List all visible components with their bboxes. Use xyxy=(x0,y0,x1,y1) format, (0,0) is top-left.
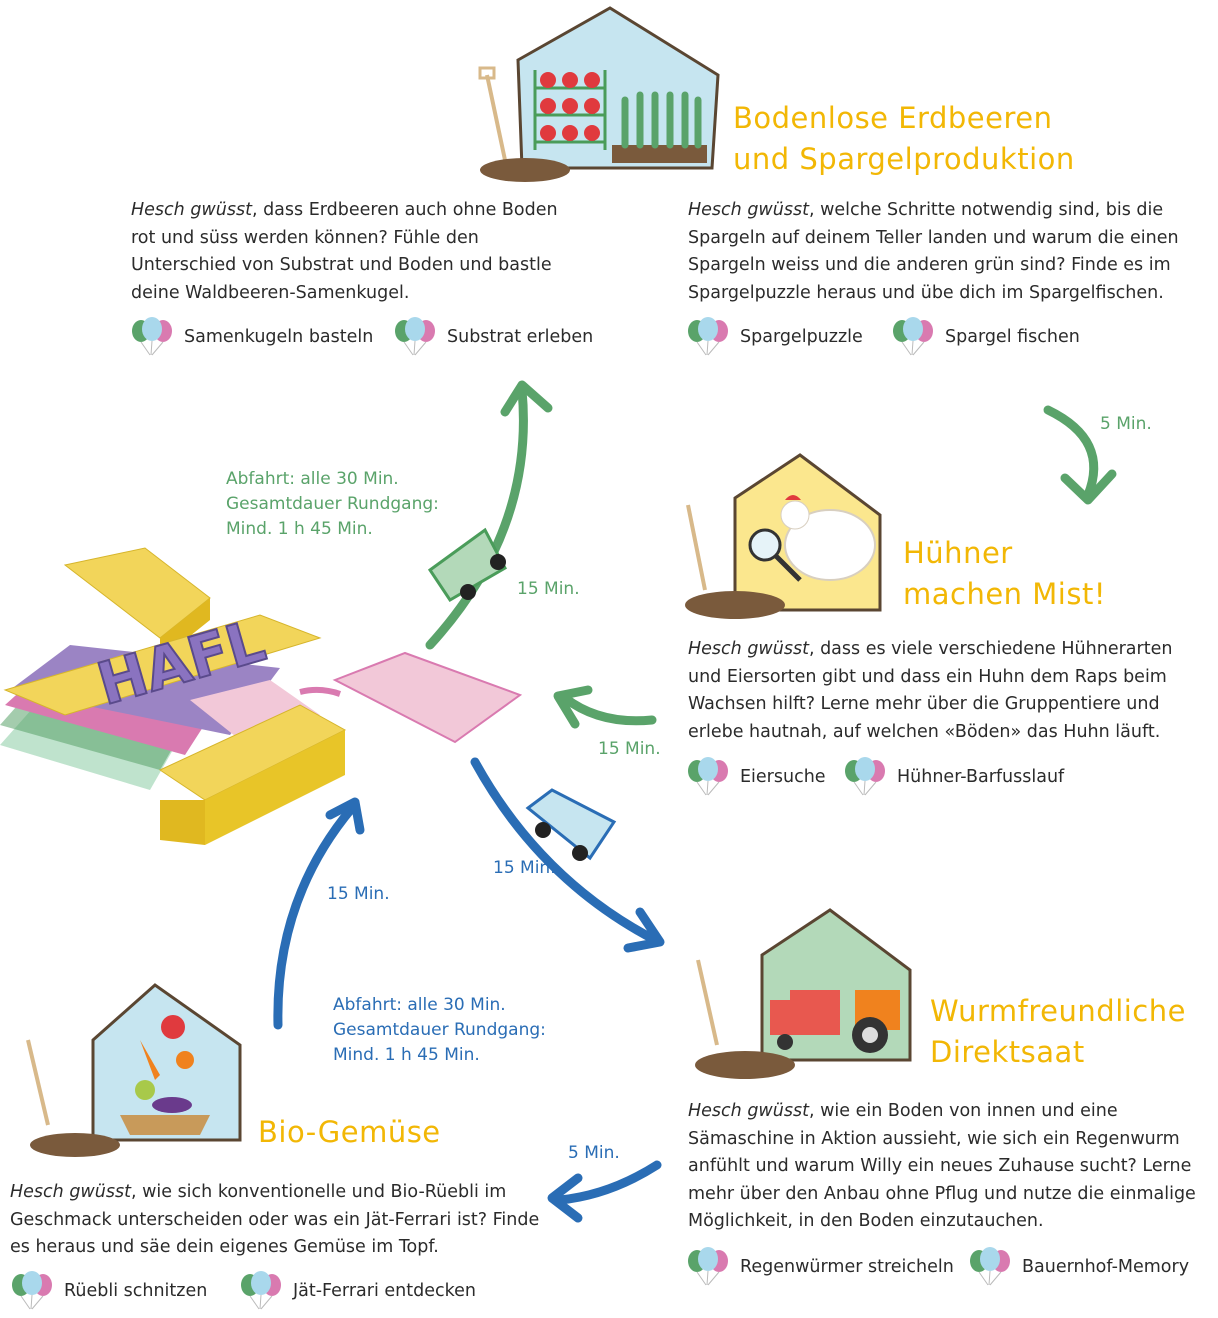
activity-spargelpuzzle: Spargelpuzzle xyxy=(686,317,863,357)
activity-label: Samenkugeln basteln xyxy=(184,327,374,347)
activity-label: Substrat erleben xyxy=(447,327,594,347)
intro-italic: Hesch gwüsst xyxy=(688,639,809,659)
route-info-green: Abfahrt: alle 30 Min. Gesamtdauer Rundga… xyxy=(226,469,439,539)
balloons-icon xyxy=(970,1247,1010,1286)
blue-route xyxy=(273,757,665,1223)
green-route xyxy=(425,380,1117,729)
route-info-blue: Abfahrt: alle 30 Min. Gesamtdauer Rundga… xyxy=(333,995,546,1065)
activity-label: Rüebli schnitzen xyxy=(64,1281,208,1301)
balloons-icon xyxy=(12,1271,52,1310)
activity-ruebli: Rüebli schnitzen xyxy=(10,1271,207,1311)
time-green-5min: 5 Min. xyxy=(1100,414,1152,434)
intro-italic: Hesch gwüsst xyxy=(688,1101,809,1121)
activity-spargel-fischen: Spargel fischen xyxy=(891,317,1080,357)
activity-regenwuermer: Regenwürmer streicheln xyxy=(686,1247,954,1287)
description-erdbeeren: Hesch gwüsst, dass Erdbeeren auch ohne B… xyxy=(131,197,561,307)
worm-house-illustration xyxy=(695,908,912,1079)
vegetable-house-illustration xyxy=(26,983,242,1157)
green-bus-icon xyxy=(427,527,507,603)
description-gemuese: Hesch gwüsst, wie sich konventionelle un… xyxy=(10,1179,540,1262)
balloons-icon xyxy=(132,317,172,356)
description-text: , welche Schritte notwendig sind, bis di… xyxy=(688,200,1179,303)
time-blue-5min: 5 Min. xyxy=(568,1143,620,1163)
activity-label: Spargel fischen xyxy=(945,327,1080,347)
activity-label: Jät-Ferrari entdecken xyxy=(293,1281,476,1301)
description-spargel: Hesch gwüsst, welche Schritte notwendig … xyxy=(688,197,1208,307)
activity-label: Hühner-Barfusslauf xyxy=(897,767,1065,787)
balloons-icon xyxy=(688,317,728,356)
balloons-icon xyxy=(845,757,885,796)
activity-eiersuche: Eiersuche xyxy=(686,757,826,797)
time-green-bus: 15 Min. xyxy=(517,579,580,599)
hafl-campus-illustration: HAFL xyxy=(0,547,523,845)
blue-bus-icon xyxy=(525,788,617,861)
description-text: , wie ein Boden von innen und eine Sämas… xyxy=(688,1101,1196,1231)
activity-label: Bauernhof-Memory xyxy=(1022,1257,1190,1277)
activity-label: Eiersuche xyxy=(740,767,826,787)
description-huehner: Hesch gwüsst, dass es viele verschiedene… xyxy=(688,636,1193,746)
balloons-icon xyxy=(241,1271,281,1310)
balloons-icon xyxy=(893,317,933,356)
balloons-icon xyxy=(395,317,435,356)
activity-label: Regenwürmer streicheln xyxy=(740,1257,954,1277)
station-title-erdbeeren: Bodenlose Erdbeeren und Spargelproduktio… xyxy=(733,101,1075,176)
activity-jaet-ferrari: Jät-Ferrari entdecken xyxy=(239,1271,476,1311)
description-wurm: Hesch gwüsst, wie ein Boden von innen un… xyxy=(688,1098,1213,1236)
activity-samenkugeln: Samenkugeln basteln xyxy=(130,317,373,357)
station-title-wurm: Wurmfreundliche Direktsaat xyxy=(930,994,1186,1069)
description-text: , dass es viele verschiedene Hühnerarten… xyxy=(688,639,1173,742)
balloons-icon xyxy=(688,757,728,796)
time-blue-return: 15 Min. xyxy=(327,884,390,904)
intro-italic: Hesch gwüsst xyxy=(10,1182,131,1202)
intro-italic: Hesch gwüsst xyxy=(688,200,809,220)
greenhouse-strawberry-illustration xyxy=(478,6,720,182)
time-green-return: 15 Min. xyxy=(598,739,661,759)
description-text: , wie sich konventionelle und Bio-Rüebli… xyxy=(10,1182,540,1257)
activity-label: Spargelpuzzle xyxy=(740,327,863,347)
time-blue-bus: 15 Min. xyxy=(493,858,556,878)
activity-substrat: Substrat erleben xyxy=(393,317,593,357)
station-title-huehner: Hühner machen Mist! xyxy=(903,536,1106,611)
balloons-icon xyxy=(688,1247,728,1286)
description-text: , dass Erdbeeren auch ohne Boden rot und… xyxy=(131,200,558,303)
activity-barfusslauf: Hühner-Barfusslauf xyxy=(843,757,1064,797)
activity-memory: Bauernhof-Memory xyxy=(968,1247,1189,1287)
station-title-gemuese: Bio-Gemüse xyxy=(258,1115,441,1149)
chicken-house-illustration xyxy=(685,453,882,619)
intro-italic: Hesch gwüsst xyxy=(131,200,252,220)
